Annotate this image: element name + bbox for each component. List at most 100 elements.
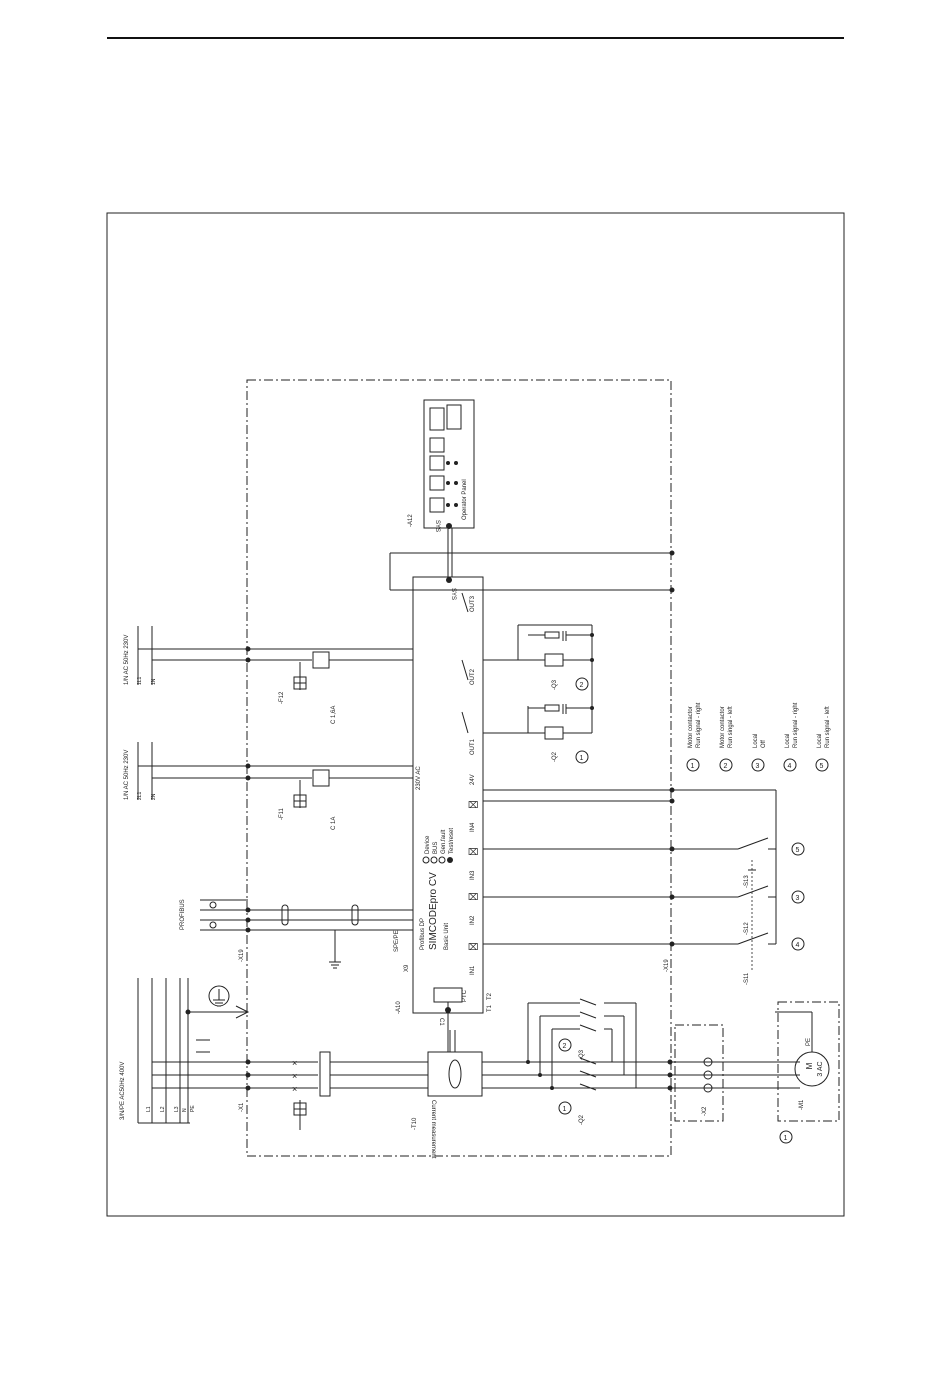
output-out3: OUT3 bbox=[470, 595, 476, 612]
q3-marker: 2 bbox=[558, 1038, 572, 1052]
current-measurement-module bbox=[427, 1030, 670, 1097]
input-markers: 5 3 4 bbox=[791, 842, 805, 951]
output-out1: OUT1 bbox=[470, 738, 476, 755]
input-in1: IN1 bbox=[470, 965, 476, 975]
device-profibus: Profibus DP bbox=[420, 918, 426, 950]
aux1-label: 1/N AC 50Hz 230V bbox=[124, 750, 130, 800]
device-supply: 230V AC bbox=[416, 766, 422, 790]
m1-label: -M1 bbox=[799, 1099, 805, 1110]
q3-coil-label: -Q3 bbox=[552, 679, 558, 690]
input-in3: IN3 bbox=[470, 870, 476, 880]
q2-marker: 1 bbox=[558, 1101, 572, 1115]
svg-text:×: × bbox=[292, 1084, 297, 1094]
device-t2: T2 bbox=[487, 992, 493, 1000]
legend-3-line1: Local bbox=[753, 734, 759, 748]
sys-link-wiring bbox=[389, 550, 675, 593]
motor-pe: PE bbox=[806, 1038, 812, 1046]
main-line-n: N bbox=[182, 1108, 188, 1112]
operator-panel bbox=[423, 399, 475, 583]
switch-s13: -S13 bbox=[744, 875, 750, 888]
aux1-supply bbox=[137, 742, 413, 808]
device-leds bbox=[422, 856, 453, 864]
main-supply-bus bbox=[137, 978, 318, 1124]
device-ptc: PTC bbox=[462, 989, 468, 1002]
legend-4-line1: Local bbox=[785, 734, 791, 748]
aux2-supply bbox=[137, 626, 413, 690]
main-breaker: × × × bbox=[292, 1051, 428, 1130]
legend-2-line1: Motor contactor bbox=[720, 706, 726, 748]
switch-s12: -S12 bbox=[744, 922, 750, 935]
legend-5-line2: Run signal - left bbox=[825, 706, 831, 748]
t10-label: -T10 bbox=[412, 1117, 418, 1130]
led-testreset: Test/reset bbox=[449, 828, 455, 854]
svg-text:4: 4 bbox=[796, 942, 800, 949]
aux1-line2: 2N bbox=[151, 793, 157, 800]
cabinet-boundary bbox=[246, 379, 672, 1157]
out1-marker: 1 bbox=[575, 750, 589, 764]
svg-text:1: 1 bbox=[784, 1135, 788, 1142]
legend-marker-1: 1 bbox=[686, 758, 700, 772]
device-t1: T1 bbox=[487, 1004, 493, 1012]
profibus-wiring bbox=[200, 899, 413, 969]
main-supply-label: 3/N/PE AC50Hz 400V bbox=[120, 1062, 126, 1120]
svg-text:1: 1 bbox=[563, 1106, 567, 1113]
legend-1-line1: Motor contactor bbox=[688, 706, 694, 748]
page-top-rule bbox=[107, 37, 844, 39]
device-sys: SYS bbox=[450, 588, 456, 600]
svg-text:1: 1 bbox=[580, 755, 584, 762]
f11-label: -F11 bbox=[279, 807, 285, 820]
legend-1-line2: Run signal - right bbox=[696, 702, 702, 748]
f12-rating: C 1,6A bbox=[331, 706, 337, 724]
svg-text:2: 2 bbox=[580, 682, 584, 689]
svg-text:2: 2 bbox=[563, 1043, 567, 1050]
svg-text:3: 3 bbox=[796, 895, 800, 902]
motor-letter: M bbox=[805, 1062, 814, 1069]
svg-text:×: × bbox=[292, 1071, 297, 1081]
x1-terminals bbox=[245, 1059, 251, 1091]
a12-label: -A12 bbox=[408, 514, 414, 527]
led-bus: BUS bbox=[433, 842, 439, 854]
output-out2: OUT2 bbox=[470, 668, 476, 685]
contactor-q2 bbox=[560, 1057, 597, 1091]
input-diodes: ⌧ ⌧ ⌧ ⌧ bbox=[468, 800, 478, 952]
legend-marker-2: 2 bbox=[719, 758, 733, 772]
device-24v: 24V bbox=[470, 774, 476, 785]
svg-text:4: 4 bbox=[788, 763, 792, 770]
input-in2: IN2 bbox=[470, 915, 476, 925]
legend-marker-4: 4 bbox=[783, 758, 797, 772]
svg-text:2: 2 bbox=[724, 763, 728, 770]
x19-label-right: -X19 bbox=[664, 959, 670, 972]
svg-text:⌧: ⌧ bbox=[468, 847, 478, 857]
legend-2-line2: Run singal - left bbox=[728, 706, 734, 748]
operator-panel-title: Operator Panel bbox=[462, 479, 468, 520]
f11-rating: C 1A bbox=[331, 817, 337, 830]
x2-terminals bbox=[667, 1057, 800, 1093]
motor-m1 bbox=[775, 1011, 830, 1087]
operator-panel-sys: SYS bbox=[434, 520, 440, 532]
svg-text:×: × bbox=[292, 1058, 297, 1068]
legend-4-line2: Run signal - right bbox=[793, 702, 799, 748]
device-x9: X9 bbox=[404, 964, 410, 972]
aux2-line2: 1N bbox=[151, 678, 157, 685]
x19-label-left: -X19 bbox=[239, 949, 245, 962]
device-internal-stubs bbox=[461, 589, 672, 734]
motor-marker: 1 bbox=[779, 1130, 793, 1144]
main-line-l3: L3 bbox=[174, 1106, 180, 1112]
svg-text:⌧: ⌧ bbox=[468, 800, 478, 810]
svg-text:5: 5 bbox=[796, 847, 800, 854]
aux1-line1: 2L1 bbox=[137, 791, 143, 800]
x1-label: -X1 bbox=[239, 1102, 245, 1112]
aux2-line1: 1L1 bbox=[137, 676, 143, 685]
aux2-label: 1/N AC 50Hz 230V bbox=[124, 635, 130, 685]
svg-text:5: 5 bbox=[820, 763, 824, 770]
legend-marker-5: 5 bbox=[815, 758, 829, 772]
device-c1: C1 bbox=[438, 1018, 444, 1026]
input-wiring bbox=[483, 787, 777, 970]
x2-label: -X2 bbox=[702, 1106, 708, 1116]
svg-text:3: 3 bbox=[756, 763, 760, 770]
main-line-l2: L2 bbox=[160, 1106, 166, 1112]
legend-marker-3: 3 bbox=[751, 758, 765, 772]
switch-s11: -S11 bbox=[744, 972, 750, 985]
q3-label: -Q3 bbox=[579, 1049, 585, 1060]
main-line-l1: L1 bbox=[146, 1106, 152, 1112]
